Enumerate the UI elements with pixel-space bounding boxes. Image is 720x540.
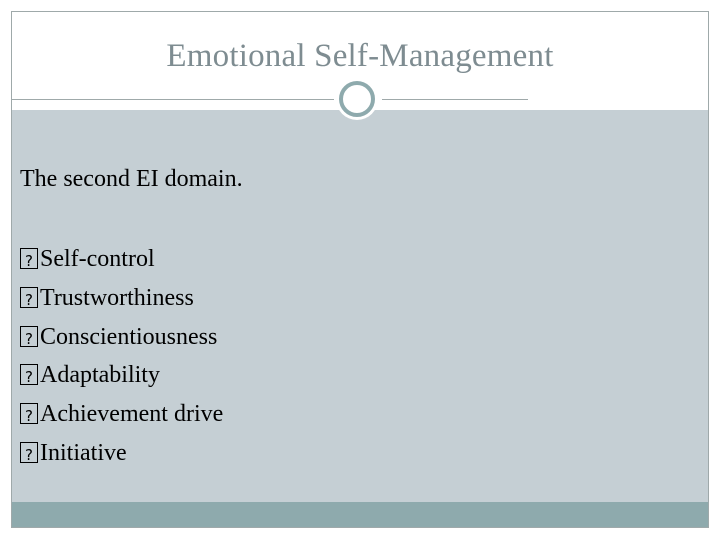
list-item: Self-control: [20, 244, 223, 283]
ring-ornament-icon: [339, 81, 375, 117]
missing-glyph-icon: [20, 285, 38, 315]
list-item: Initiative: [20, 438, 223, 477]
slide: Emotional Self-Management: [11, 11, 709, 528]
bullet-text: Achievement drive: [40, 401, 224, 428]
bullet-list: Self-control Trustworthiness Conscientio…: [20, 244, 223, 477]
missing-glyph-icon: [20, 362, 38, 392]
list-item: Adaptability: [20, 360, 223, 399]
slide-title: Emotional Self-Management: [166, 38, 554, 74]
bullet-text: Conscientiousness: [40, 323, 218, 350]
missing-glyph-icon: [20, 440, 38, 470]
bullet-text: Self-control: [40, 246, 155, 272]
content-area: [12, 110, 708, 502]
bullet-text: Trustworthiness: [40, 284, 194, 311]
footer-bar: [12, 502, 708, 527]
missing-glyph-icon: [20, 246, 38, 276]
list-item: Trustworthiness: [20, 283, 223, 322]
list-item: Achievement drive: [20, 399, 223, 438]
list-item: Conscientiousness: [20, 322, 223, 361]
bullet-text: Initiative: [40, 439, 127, 466]
intro-text: The second EI domain.: [20, 166, 243, 192]
missing-glyph-icon: [20, 401, 38, 431]
title-divider-left: [12, 99, 334, 100]
bullet-text: Adaptability: [40, 362, 160, 389]
title-divider-right: [382, 99, 528, 100]
missing-glyph-icon: [20, 324, 38, 354]
